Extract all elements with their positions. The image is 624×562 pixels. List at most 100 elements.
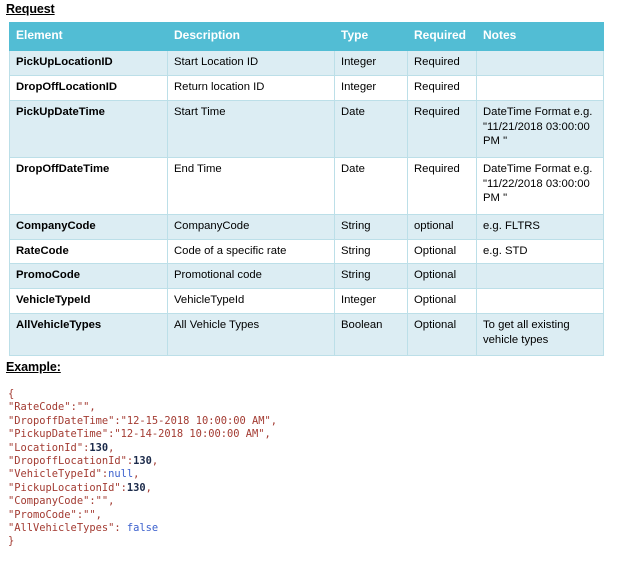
code-token-string: "VehicleTypeId" xyxy=(8,468,102,481)
code-token-string: "AllVehicleTypes" xyxy=(8,522,115,535)
code-line: "PickupDateTime":"12-14-2018 10:00:00 AM… xyxy=(8,428,277,441)
cell-required: Required xyxy=(407,74,477,101)
cell-type: Integer xyxy=(334,288,408,315)
code-token-punct: , xyxy=(133,468,140,481)
table-row: AllVehicleTypes All Vehicle Types Boolea… xyxy=(9,313,604,357)
cell-element: DropOffDateTime xyxy=(9,156,168,215)
cell-description: Start Time xyxy=(167,99,335,158)
cell-description: Code of a specific rate xyxy=(167,238,335,265)
code-token-string: "" xyxy=(76,401,90,414)
code-token-string: "12-14-2018 10:00:00 AM" xyxy=(114,428,265,441)
table-header-row: Element Description Type Required Notes xyxy=(9,22,604,51)
column-header-required: Required xyxy=(407,22,477,51)
code-token-punct: : xyxy=(101,468,109,481)
cell-type: Date xyxy=(334,99,408,158)
code-token-punct: : xyxy=(120,481,127,494)
cell-required: Optional xyxy=(407,263,477,290)
cell-required: Optional xyxy=(407,288,477,315)
cell-element: PromoCode xyxy=(9,263,168,290)
code-token-string: "DropoffLocationId" xyxy=(8,455,127,468)
cell-required: Optional xyxy=(407,238,477,265)
code-token-punct: , xyxy=(270,414,278,427)
cell-notes xyxy=(476,74,604,101)
table-row: PromoCode Promotional code String Option… xyxy=(9,263,604,290)
code-token-string: "LocationId" xyxy=(8,441,84,454)
cell-element: PickUpLocationID xyxy=(9,49,168,76)
cell-description: Start Location ID xyxy=(167,49,335,76)
code-line: "PickupLocationId":130, xyxy=(8,482,277,495)
cell-description: End Time xyxy=(167,156,335,215)
code-line: } xyxy=(8,535,277,548)
code-token-punct: , xyxy=(151,455,159,468)
column-header-description: Description xyxy=(167,22,335,51)
cell-required: Required xyxy=(407,156,477,215)
cell-required: Required xyxy=(407,49,477,76)
example-json-code-block: {"RateCode":"","DropoffDateTime":"12-15-… xyxy=(8,388,277,549)
code-token-punct: : xyxy=(108,428,115,441)
code-token-keyword: false xyxy=(126,522,159,535)
cell-notes xyxy=(476,288,604,315)
table-row: VehicleTypeId VehicleTypeId Integer Opti… xyxy=(9,288,604,315)
code-token-string: "" xyxy=(95,495,109,508)
code-token-punct: { xyxy=(8,388,15,400)
code-line: "DropoffDateTime":"12-15-2018 10:00:00 A… xyxy=(8,415,277,428)
cell-type: Date xyxy=(334,156,408,215)
cell-element: VehicleTypeId xyxy=(9,288,168,315)
cell-notes: e.g. FLTRS xyxy=(476,213,604,240)
code-token-punct: , xyxy=(145,481,152,494)
table-row: PickUpLocationID Start Location ID Integ… xyxy=(9,49,604,76)
cell-type: Integer xyxy=(334,74,408,101)
cell-element: CompanyCode xyxy=(9,213,168,240)
code-token-string: "RateCode" xyxy=(8,401,71,414)
cell-element: RateCode xyxy=(9,238,168,265)
code-line: "CompanyCode":"", xyxy=(8,495,277,508)
code-token-string: "" xyxy=(83,508,96,521)
code-line: "LocationId":130, xyxy=(8,442,277,455)
cell-description: Promotional code xyxy=(167,263,335,290)
cell-description: Return location ID xyxy=(167,74,335,101)
table-row: PickUpDateTime Start Time Date Required … xyxy=(9,99,604,158)
code-token-punct: , xyxy=(89,401,96,414)
cell-notes: DateTime Format e.g. "11/22/2018 03:00:0… xyxy=(476,156,604,215)
cell-element: AllVehicleTypes xyxy=(9,313,168,357)
code-token-string: "PromoCode" xyxy=(8,508,77,521)
code-token-punct: , xyxy=(264,428,271,441)
cell-type: String xyxy=(334,263,408,290)
code-token-string: "PickupDateTime" xyxy=(8,428,109,441)
code-token-punct: : xyxy=(126,455,134,468)
column-header-notes: Notes xyxy=(476,22,604,51)
code-token-string: "12-15-2018 10:00:00 AM" xyxy=(120,414,271,427)
code-token-punct: : xyxy=(114,522,127,535)
cell-element: DropOffLocationID xyxy=(9,74,168,101)
table-row: RateCode Code of a specific rate String … xyxy=(9,238,604,265)
code-token-punct: : xyxy=(89,495,96,508)
column-header-type: Type xyxy=(334,22,408,51)
cell-required: Optional xyxy=(407,313,477,357)
code-token-string: "DropoffDateTime" xyxy=(8,414,115,427)
code-token-string: "PickupLocationId" xyxy=(8,481,121,494)
cell-notes: DateTime Format e.g. "11/21/2018 03:00:0… xyxy=(476,99,604,158)
cell-required: Required xyxy=(407,99,477,158)
code-token-number: 130 xyxy=(126,481,146,494)
cell-description: CompanyCode xyxy=(167,213,335,240)
cell-description: VehicleTypeId xyxy=(167,288,335,315)
cell-description: All Vehicle Types xyxy=(167,313,335,357)
code-token-keyword: null xyxy=(108,468,134,481)
cell-type: String xyxy=(334,213,408,240)
example-section-heading: Example: xyxy=(6,360,61,374)
code-token-number: 130 xyxy=(133,455,152,468)
code-line: { xyxy=(8,388,277,401)
cell-notes xyxy=(476,263,604,290)
cell-required: optional xyxy=(407,213,477,240)
code-token-punct: : xyxy=(83,441,90,454)
table-header: Element Description Type Required Notes xyxy=(9,22,604,51)
cell-notes: To get all existing vehicle types xyxy=(476,313,604,357)
cell-type: Integer xyxy=(334,49,408,76)
cell-type: Boolean xyxy=(334,313,408,357)
code-token-string: "CompanyCode" xyxy=(8,495,90,508)
cell-notes xyxy=(476,49,604,76)
cell-notes: e.g. STD xyxy=(476,238,604,265)
column-header-element: Element xyxy=(9,22,168,51)
code-token-punct: , xyxy=(108,441,115,454)
